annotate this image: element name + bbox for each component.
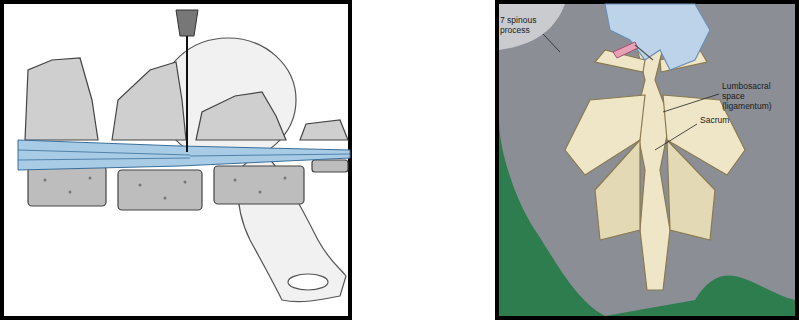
lateral-spine-illustration — [0, 0, 352, 320]
dorsal-spine-illustration — [495, 0, 799, 320]
leader-line — [663, 94, 719, 112]
part-label: Sacrum — [700, 116, 750, 126]
leader-line — [655, 124, 697, 150]
part-label: Lumbosacral space (ligamentum) — [722, 82, 794, 111]
leader-line — [543, 34, 560, 52]
part-label: 7 spinous process — [500, 16, 546, 36]
